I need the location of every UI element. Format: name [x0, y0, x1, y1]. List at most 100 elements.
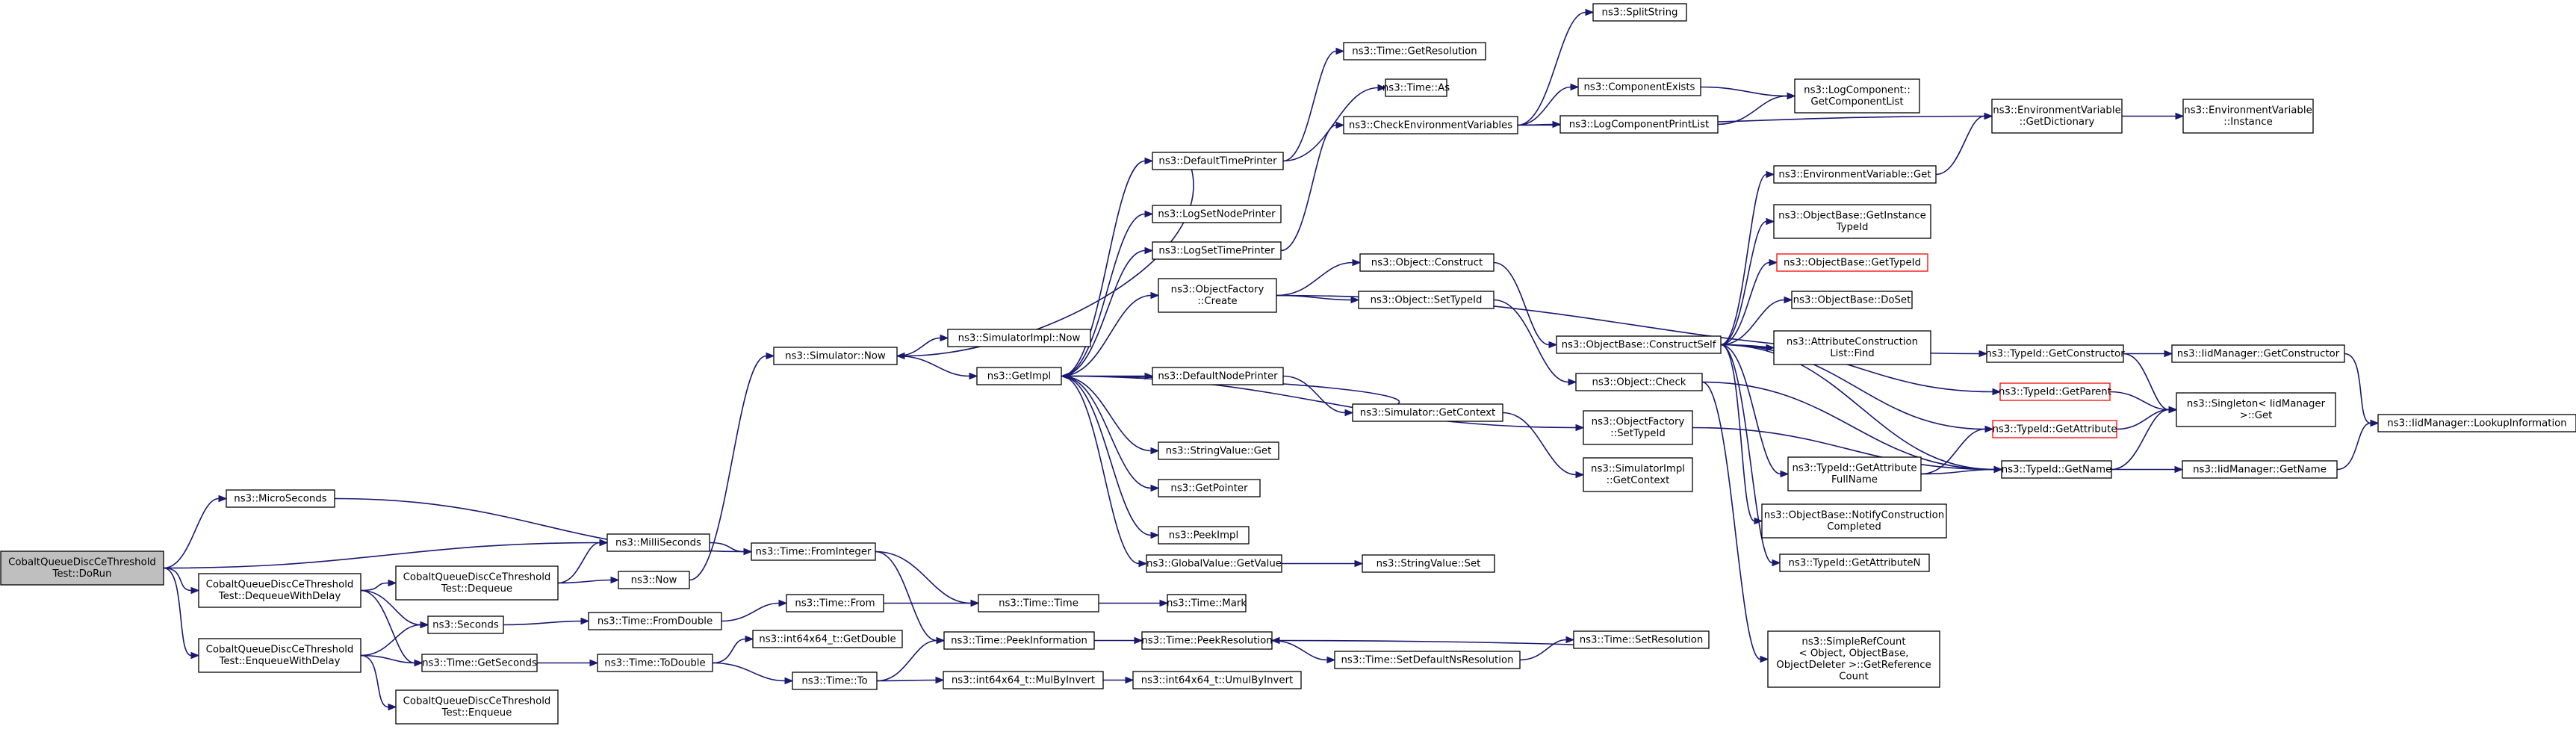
node-box — [1334, 651, 1521, 669]
call-node[interactable]: ns3::ObjectBase::DoSet — [1791, 291, 1913, 309]
node-label: ns3::LogComponent:: — [1804, 85, 1911, 96]
node-label: Test::Dequeue — [441, 583, 512, 595]
edge-arrowhead — [388, 579, 397, 587]
call-node[interactable]: ns3::Time::FromInteger — [751, 542, 876, 561]
call-node[interactable]: ns3::SimulatorImpl::Now — [947, 329, 1091, 347]
call-node[interactable]: ns3::IidManager::LookupInformation — [2377, 414, 2576, 432]
call-node[interactable]: CobaltQueueDiscCeThresholdTest::DequeueW… — [198, 573, 361, 608]
call-node[interactable]: ns3::Time::Mark — [1167, 594, 1247, 612]
call-node[interactable]: ns3::Time::As — [1382, 78, 1450, 97]
call-edge — [1920, 468, 1995, 475]
call-node[interactable]: ns3::Seconds — [427, 615, 504, 634]
call-node[interactable]: ns3::Singleton< IidManager>::Get — [2176, 392, 2336, 427]
node-box — [1167, 594, 1247, 612]
call-node[interactable]: ns3::CheckEnvironmentVariables — [1343, 116, 1518, 134]
call-node[interactable]: ns3::Simulator::Now — [773, 347, 898, 365]
call-edge — [2111, 409, 2170, 471]
call-node[interactable]: ns3::ObjectFactory::SetTypeId — [1583, 410, 1693, 445]
call-node[interactable]: ns3::Object::SetTypeId — [1358, 291, 1495, 309]
node-box — [597, 654, 713, 672]
call-node[interactable]: ns3::GlobalValue::GetValue — [1146, 554, 1282, 573]
node-box — [226, 489, 335, 508]
call-node[interactable]: ns3::int64x64_t::MulByInvert — [943, 671, 1104, 689]
call-node[interactable]: ns3::TypeId::GetName — [2001, 460, 2112, 479]
call-node[interactable]: ns3::TypeId::GetAttribute — [1992, 420, 2117, 438]
call-node[interactable]: ns3::EnvironmentVariable::Instance — [2182, 99, 2314, 134]
call-node[interactable]: ns3::LogComponentPrintList — [1559, 115, 1719, 134]
call-node[interactable]: ns3::Time::FromDouble — [588, 612, 722, 630]
call-node[interactable]: ns3::GetImpl — [976, 367, 1062, 385]
call-node[interactable]: ns3::ObjectFactory::Create — [1158, 278, 1277, 313]
call-node[interactable]: ns3::Time::PeekInformation — [943, 631, 1095, 650]
call-node[interactable]: ns3::Time::From — [786, 594, 884, 612]
edge-arrowhead — [2164, 350, 2173, 358]
call-node[interactable]: ns3::Time::To — [792, 672, 878, 690]
call-node[interactable]: CobaltQueueDiscCeThresholdTest::EnqueueW… — [198, 638, 361, 673]
call-node[interactable]: ns3::StringValue::Get — [1158, 441, 1279, 460]
call-node[interactable]: ns3::LogSetTimePrinter — [1152, 241, 1282, 260]
call-node[interactable]: ns3::ObjectBase::ConstructSelf — [1556, 335, 1722, 354]
node-box — [2001, 460, 2112, 479]
node-label: ns3::IidManager::GetName — [2193, 464, 2327, 475]
node-box — [1152, 152, 1284, 170]
call-node[interactable]: ns3::int64x64_t::GetDouble — [752, 630, 903, 648]
call-node[interactable]: ns3::TypeId::GetConstructor — [1985, 344, 2125, 363]
call-node[interactable]: ns3::int64x64_t::UmulByInvert — [1132, 671, 1302, 689]
call-node[interactable]: ns3::ObjectBase::GetTypeId — [1776, 253, 1928, 272]
node-label: ns3::int64x64_t::MulByInvert — [952, 674, 1095, 686]
call-node[interactable]: ns3::Object::Construct — [1359, 253, 1495, 272]
call-node[interactable]: ns3::EnvironmentVariable::Get — [1773, 165, 1937, 184]
call-node[interactable]: ns3::ObjectBase::NotifyConstructionCompl… — [1761, 503, 1947, 539]
call-node[interactable]: ns3::Time::GetSeconds — [421, 654, 538, 672]
call-node[interactable]: ns3::DefaultTimePrinter — [1152, 152, 1284, 170]
edge-arrowhead — [414, 659, 423, 667]
call-node[interactable]: ns3::MicroSeconds — [226, 489, 335, 508]
call-node[interactable]: ns3::Time::GetResolution — [1343, 42, 1486, 61]
call-edge — [2116, 409, 2170, 430]
node-box — [1999, 382, 2111, 401]
node-label: ns3::SimpleRefCount — [1801, 636, 1905, 648]
call-node[interactable]: ns3::DefaultNodePrinter — [1152, 367, 1284, 385]
call-node[interactable]: ns3::PeekImpl — [1158, 526, 1250, 545]
call-node[interactable]: ns3::Time::ToDouble — [597, 654, 713, 672]
call-node[interactable]: ns3::SimpleRefCount< Object, ObjectBase,… — [1767, 630, 1940, 688]
edge-arrowhead — [580, 617, 590, 625]
call-node[interactable]: ns3::LogComponent::GetComponentList — [1794, 78, 1920, 114]
call-node[interactable]: ns3::SplitString — [1592, 3, 1687, 22]
node-box — [751, 542, 876, 561]
call-node[interactable]: ns3::EnvironmentVariable::GetDictionary — [1991, 99, 2123, 134]
node-label: ns3::LogSetNodePrinter — [1158, 208, 1276, 220]
edge-arrowhead — [1984, 425, 1994, 433]
call-edge — [1061, 160, 1146, 377]
call-node[interactable]: ns3::Time::SetResolution — [1573, 630, 1710, 649]
node-box — [1773, 204, 1931, 239]
call-node[interactable]: ns3::TypeId::GetParent — [1999, 382, 2111, 401]
node-label: ns3::GetImpl — [987, 370, 1051, 382]
call-node[interactable]: ns3::IidManager::GetName — [2182, 460, 2338, 479]
node-label: ns3::LogComponentPrintList — [1569, 119, 1710, 130]
call-node[interactable]: ns3::Time::SetDefaultNsResolution — [1334, 651, 1521, 669]
call-node[interactable]: ns3::Now — [618, 571, 690, 589]
call-node[interactable]: ns3::TypeId::GetAttributeN — [1779, 553, 1930, 572]
call-node[interactable]: ns3::Time::PeekResolution — [1141, 631, 1273, 650]
node-label: ns3::EnvironmentVariable — [1993, 105, 2121, 117]
call-node[interactable]: ns3::LogSetNodePrinter — [1152, 205, 1282, 223]
call-node[interactable]: ns3::IidManager::GetConstructor — [2171, 344, 2345, 363]
call-node[interactable]: ns3::MilliSeconds — [606, 533, 710, 552]
call-node[interactable]: ns3::Time::Time — [978, 594, 1099, 612]
call-edge — [163, 567, 192, 657]
call-node[interactable]: ns3::ComponentExists — [1577, 78, 1701, 96]
call-node[interactable]: ns3::GetPointer — [1158, 479, 1261, 497]
call-edge — [2336, 422, 2371, 471]
call-node[interactable]: ns3::StringValue::Set — [1362, 554, 1495, 573]
call-node[interactable]: ns3::Simulator::GetContext — [1352, 403, 1503, 422]
call-node[interactable]: ns3::SimulatorImpl::GetContext — [1583, 457, 1693, 492]
call-node[interactable]: ns3::Object::Check — [1575, 373, 1703, 391]
call-edge — [1720, 173, 1767, 346]
